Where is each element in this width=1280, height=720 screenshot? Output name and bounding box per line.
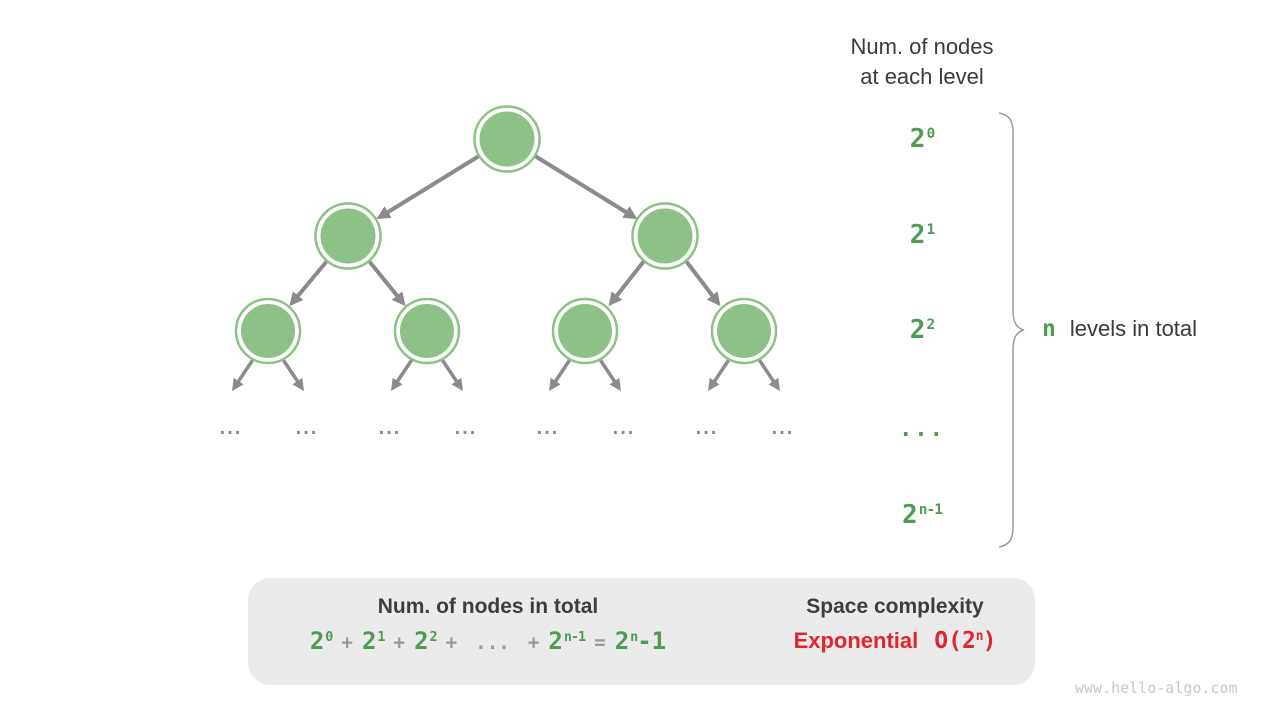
tree-ellipsis: ... — [695, 417, 719, 439]
curly-brace-icon — [998, 112, 1025, 548]
complexity-big-o: O(2n) — [934, 628, 997, 654]
summary-right-column: Space complexity Exponential O(2n) — [770, 578, 1020, 654]
edge-arrow — [708, 357, 732, 391]
levels-total-text: levels in total — [1069, 316, 1198, 341]
formula-term: 22 — [414, 627, 438, 655]
formula-operator: + — [445, 631, 458, 654]
tree-node — [393, 297, 461, 365]
space-complexity-title: Space complexity — [806, 595, 984, 618]
edge-arrow — [684, 259, 721, 307]
edge-arrow — [289, 259, 329, 307]
formula-term: 21 — [361, 627, 386, 655]
tree-node — [234, 297, 302, 365]
summary-left-column: Num. of nodes in total 20 +21 +22 +... +2n-1… — [283, 578, 693, 655]
level-label-0: 20 — [909, 124, 935, 154]
summary-box — [248, 578, 1035, 685]
tree-ellipsis: ... — [219, 417, 243, 439]
node-fill — [479, 111, 535, 167]
level-label-2: 22 — [909, 315, 935, 345]
complexity-name: Exponential — [793, 628, 919, 653]
tree-ellipsis: ... — [536, 417, 560, 439]
edge-arrow — [280, 357, 304, 391]
node-fill — [400, 304, 454, 358]
formula-operator: + — [527, 631, 540, 654]
tree-ellipsis: ... — [378, 417, 402, 439]
total-nodes-formula: 20 +21 +22 +... +2n-1 = 2n-1 — [283, 627, 693, 655]
levels-caption: Num. of nodes at each level — [822, 32, 1022, 92]
formula-operator: + — [341, 631, 353, 654]
formula-operator: = — [594, 631, 606, 654]
tree-node — [631, 202, 699, 270]
formula-operator: + — [393, 631, 406, 654]
tree-nodes — [234, 105, 778, 365]
node-fill — [637, 208, 693, 264]
total-nodes-title: Num. of nodes in total — [377, 595, 599, 618]
tree-node — [473, 105, 541, 173]
edge-arrow — [439, 357, 463, 391]
formula-term: 20 — [309, 627, 334, 655]
edge-arrow — [376, 154, 481, 220]
complexity-value: Exponential O(2n) — [770, 628, 1020, 654]
formula-term: 2n-1 — [548, 627, 586, 655]
formula-term: 2n-1 — [614, 627, 667, 655]
edge-arrow — [549, 357, 573, 391]
tree-node — [314, 202, 382, 270]
node-fill — [241, 304, 295, 358]
edge-arrow — [232, 357, 256, 391]
tree-ellipsis: ... — [771, 417, 795, 439]
levels-total-label: n levels in total — [1042, 316, 1197, 342]
tree-ellipsis: ... — [612, 417, 636, 439]
edge-arrow — [597, 357, 621, 391]
level-label-ellipsis: ... — [899, 417, 945, 442]
formula-operator: ... — [475, 631, 510, 654]
edge-arrow — [367, 259, 406, 307]
levels-caption-line2: at each level — [860, 64, 984, 89]
tree-ellipsis: ... — [454, 417, 478, 439]
levels-caption-line1: Num. of nodes — [850, 34, 994, 59]
level-label-1: 21 — [909, 220, 935, 250]
edge-arrow — [533, 154, 638, 220]
edge-arrow — [391, 357, 415, 391]
edge-arrow — [756, 357, 780, 391]
node-fill — [558, 304, 612, 358]
tree-ellipsis: ... — [295, 417, 319, 439]
node-fill — [717, 304, 771, 358]
continuation-arrows — [232, 357, 780, 391]
edge-arrow — [608, 259, 646, 307]
tree-node — [710, 297, 778, 365]
level-label-n-1: 2n-1 — [902, 500, 943, 530]
tree-edges — [289, 154, 721, 307]
node-fill — [320, 208, 376, 264]
n-variable: n — [1042, 316, 1056, 342]
tree-node — [551, 297, 619, 365]
watermark: www.hello-algo.com — [1075, 679, 1238, 697]
